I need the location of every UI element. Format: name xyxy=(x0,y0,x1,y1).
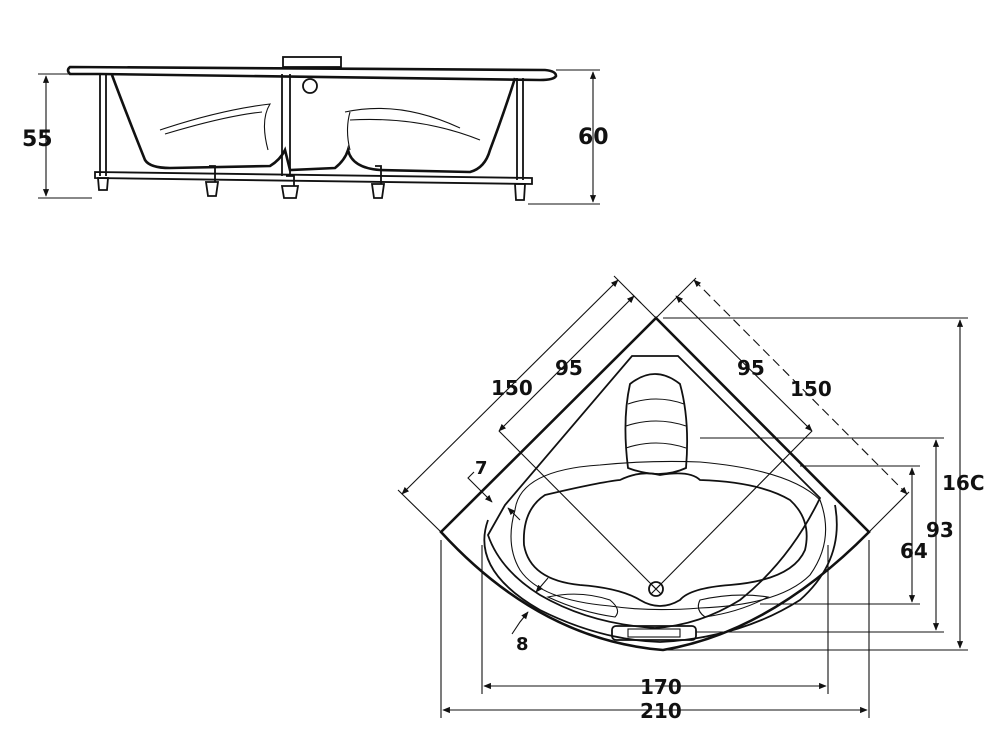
top-drain xyxy=(648,581,664,597)
dim-7-label: 7 xyxy=(475,458,488,479)
side-base-frame xyxy=(94,171,533,185)
top-backrest xyxy=(624,373,689,475)
top-armrest-right xyxy=(697,594,770,618)
side-legs xyxy=(99,74,524,180)
top-armrest-left xyxy=(546,593,619,618)
dim-95-right-label: 95 xyxy=(737,356,765,380)
dim-93-label: 93 xyxy=(926,518,954,542)
dim-60-label: 60 xyxy=(578,125,609,150)
dim-170-label: 170 xyxy=(640,675,682,699)
side-curve-right xyxy=(349,118,481,141)
side-overflow-hole xyxy=(302,78,318,94)
dim-210-label: 210 xyxy=(640,699,682,723)
top-inner-basin xyxy=(522,472,808,607)
side-rim xyxy=(66,65,558,82)
top-overflow-control xyxy=(611,625,697,641)
dim-55-label: 55 xyxy=(22,127,53,152)
dim-95-left-line xyxy=(498,295,635,432)
top-outer-shell xyxy=(439,316,871,652)
side-view: 55 60 xyxy=(22,56,609,205)
top-outer-lip xyxy=(483,504,838,643)
dim-160-label: 16C xyxy=(942,471,985,495)
dim-8-leader xyxy=(511,611,529,635)
dim-64-label: 64 xyxy=(900,539,928,563)
side-curve-left xyxy=(159,103,272,151)
dim-95-left-label: 95 xyxy=(555,356,583,380)
top-basin-outline-2 xyxy=(510,460,827,611)
top-view: 150 95 150 95 7 8 16C 93 64 xyxy=(397,275,985,723)
dim-150-left-label: 150 xyxy=(491,376,533,400)
side-overflow-plate xyxy=(282,56,342,68)
dim-7-leader xyxy=(467,471,493,503)
top-inner-rim xyxy=(487,355,822,629)
side-curve-right-2 xyxy=(344,107,461,151)
side-feet xyxy=(97,165,526,201)
side-tub-body xyxy=(110,74,517,174)
side-curve-left-2 xyxy=(164,111,263,135)
dim-150-right-label: 150 xyxy=(790,377,832,401)
dim-8-label: 8 xyxy=(516,634,529,655)
